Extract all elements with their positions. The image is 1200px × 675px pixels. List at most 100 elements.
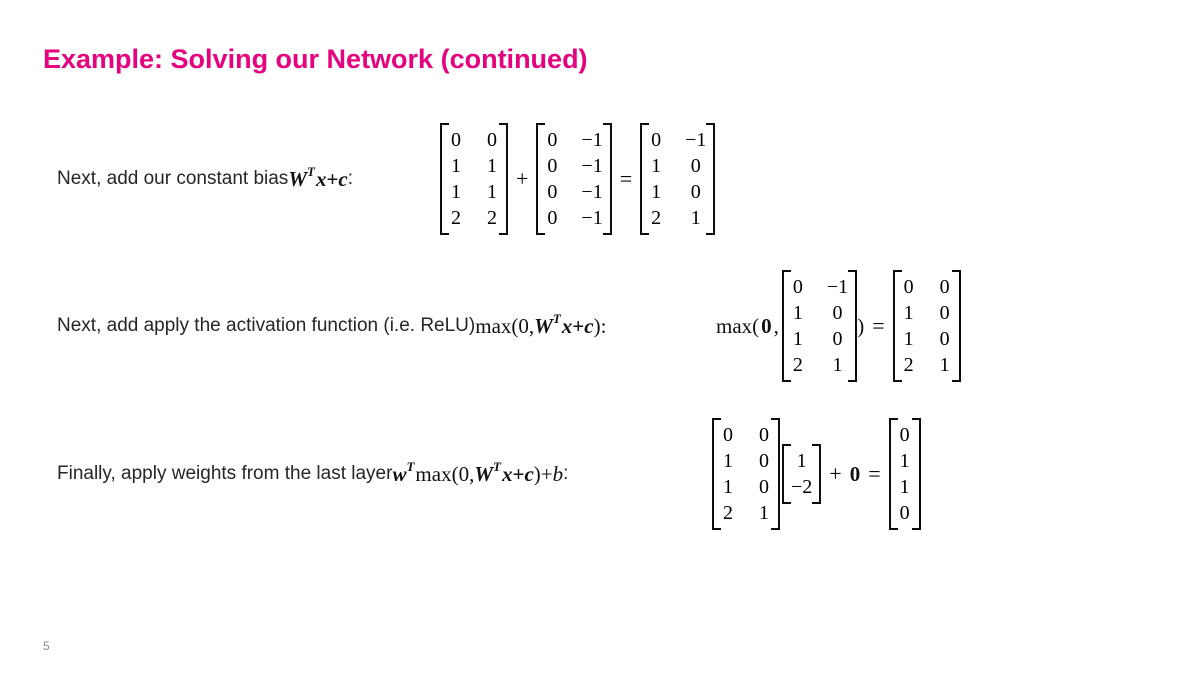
math-symbol-c: c — [584, 313, 594, 338]
matrix-cell: 1 — [903, 328, 914, 350]
matrix-cell: 0 — [832, 328, 843, 350]
matrix-cell: 1 — [651, 181, 662, 203]
matrix-cell: 0 — [547, 155, 558, 177]
matrix-cell: 0 — [651, 129, 662, 151]
math-paren-close: ) — [593, 313, 601, 338]
row2-label: Next, add apply the activation function … — [57, 270, 606, 382]
matrix-cell: 2 — [792, 354, 803, 376]
math-symbol-w: w — [392, 461, 407, 486]
math-zero: 0 — [458, 461, 470, 486]
page-number: 5 — [43, 639, 50, 653]
math-symbol-W: W — [474, 461, 494, 486]
row1-label-text: Next, add our constant bias — [57, 168, 289, 189]
matrix-cell: 1 — [651, 155, 662, 177]
matrix-cell: 1 — [899, 450, 910, 472]
math-paren-close: ) — [857, 313, 865, 338]
math-symbol-W: W — [534, 313, 553, 338]
math-zero: 0 — [518, 313, 529, 338]
math-symbol-x: x — [501, 461, 513, 486]
matrix-cell: 1 — [487, 155, 497, 177]
matrix-cell: 1 — [723, 450, 733, 472]
equals-operator: = — [619, 166, 633, 191]
matrix-cell: 2 — [487, 207, 497, 229]
matrix-cell: −1 — [581, 207, 603, 229]
matrix-cell: 0 — [899, 502, 910, 524]
math-symbol-W: W — [288, 166, 307, 191]
matrix-cell: 2 — [651, 207, 662, 229]
matrix-cell: 0 — [690, 181, 701, 203]
math-max-open: max( — [415, 461, 459, 486]
matrix-cell: 1 — [903, 302, 914, 324]
math-superscript-T: T — [493, 459, 501, 474]
math-comma: , — [469, 461, 475, 486]
matrix-cell: −1 — [685, 129, 707, 151]
label-colon: : — [347, 168, 354, 189]
math-bold-zero: 0 — [849, 461, 861, 486]
matrix-cell: 2 — [451, 207, 461, 229]
math-comma: , — [773, 313, 779, 338]
matrix-cell: 1 — [487, 181, 497, 203]
row3-label-text: Finally, apply weights from the last lay… — [57, 463, 393, 484]
math-comma: , — [528, 313, 535, 338]
math-operator-plus: + — [572, 313, 585, 338]
math-superscript-T: T — [307, 164, 315, 179]
matrix-cell: 0 — [939, 276, 950, 298]
math-symbol-c: c — [338, 166, 348, 191]
row3-label: Finally, apply weights from the last lay… — [57, 418, 568, 530]
matrix-cell: 0 — [723, 424, 733, 446]
matrix-cell: 1 — [796, 450, 807, 472]
matrix-cell: 1 — [451, 155, 461, 177]
matrix-cell: 1 — [832, 354, 843, 376]
matrix-cell: 0 — [547, 181, 558, 203]
matrix-cell: −1 — [826, 276, 849, 298]
math-operator-plus: + — [512, 461, 525, 486]
vector-final-output: 0 1 1 0 — [888, 418, 921, 530]
label-colon: : — [563, 463, 569, 484]
matrix-cell: 1 — [939, 354, 950, 376]
label-colon: : — [600, 313, 607, 338]
row2-label-text: Next, add apply the activation function … — [57, 315, 476, 336]
plus-operator: + — [516, 166, 529, 191]
matrix-cell: 0 — [903, 276, 914, 298]
matrix-cell: 1 — [723, 476, 733, 498]
math-paren-close: ) — [533, 461, 541, 486]
math-bold-zero: 0 — [761, 313, 772, 338]
plus-operator: + — [829, 461, 842, 486]
math-operator-plus-b: + — [540, 461, 553, 486]
matrix-cell: 1 — [690, 207, 701, 229]
matrix-cell: 0 — [759, 450, 769, 472]
math-max-open: max( — [475, 313, 519, 338]
matrix-cell: 0 — [792, 276, 803, 298]
matrix-cell: 1 — [792, 328, 803, 350]
matrix-cell: 2 — [723, 502, 733, 524]
matrix-cell: 0 — [939, 328, 950, 350]
matrix-cell: 1 — [792, 302, 803, 324]
math-superscript-T: T — [552, 311, 561, 326]
matrix-cell: 0 — [451, 129, 461, 151]
matrix-cell: 0 — [547, 207, 558, 229]
matrix-cell: 0 — [832, 302, 843, 324]
matrix-cell: −1 — [581, 155, 603, 177]
matrix-cell: 0 — [487, 129, 497, 151]
math-operator-plus: + — [326, 166, 339, 191]
matrix-cell: 0 — [759, 424, 769, 446]
matrix-cell: 0 — [759, 476, 769, 498]
matrix-cell: 1 — [451, 181, 461, 203]
matrix-cell: 0 — [899, 424, 910, 446]
matrix-cell: 0 — [547, 129, 558, 151]
matrix-cell: −1 — [581, 181, 603, 203]
math-superscript-T: T — [406, 459, 415, 474]
math-symbol-b: b — [552, 461, 564, 486]
matrix-cell: 1 — [899, 476, 910, 498]
math-symbol-x: x — [315, 166, 327, 191]
matrix-cell: 0 — [690, 155, 701, 177]
math-max-open: max( — [716, 313, 760, 338]
matrix-cell: 2 — [903, 354, 914, 376]
math-symbol-x: x — [561, 313, 573, 338]
